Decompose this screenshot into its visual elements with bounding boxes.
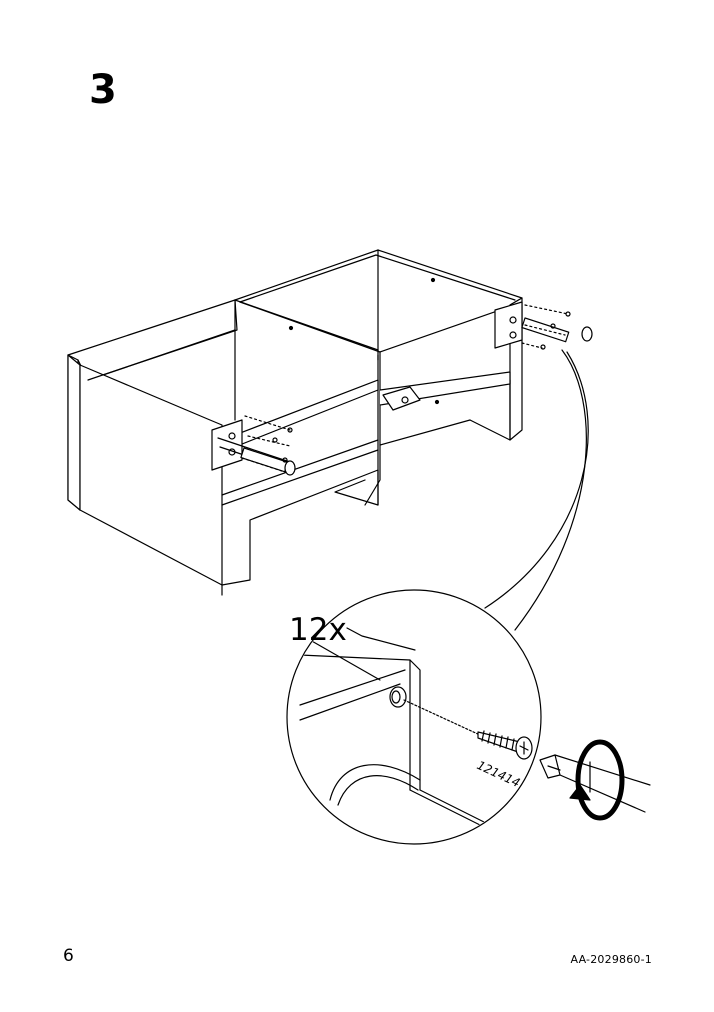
- screw-icon: [477, 730, 533, 760]
- quantity-label: 12x: [289, 612, 347, 648]
- rotate-clockwise-arrow-icon: [569, 739, 625, 821]
- screwdriver-icon: [539, 754, 651, 813]
- detail-magnifier: [286, 589, 542, 845]
- right-hinge-fitting: [494, 301, 593, 350]
- left-hinge-fitting: [211, 415, 296, 476]
- callout-leader: [514, 349, 587, 631]
- page-number: 6: [63, 946, 74, 966]
- step-number: 3: [89, 67, 117, 113]
- document-code: AA-2029860-1: [570, 953, 652, 966]
- shelf-unit: [67, 249, 523, 596]
